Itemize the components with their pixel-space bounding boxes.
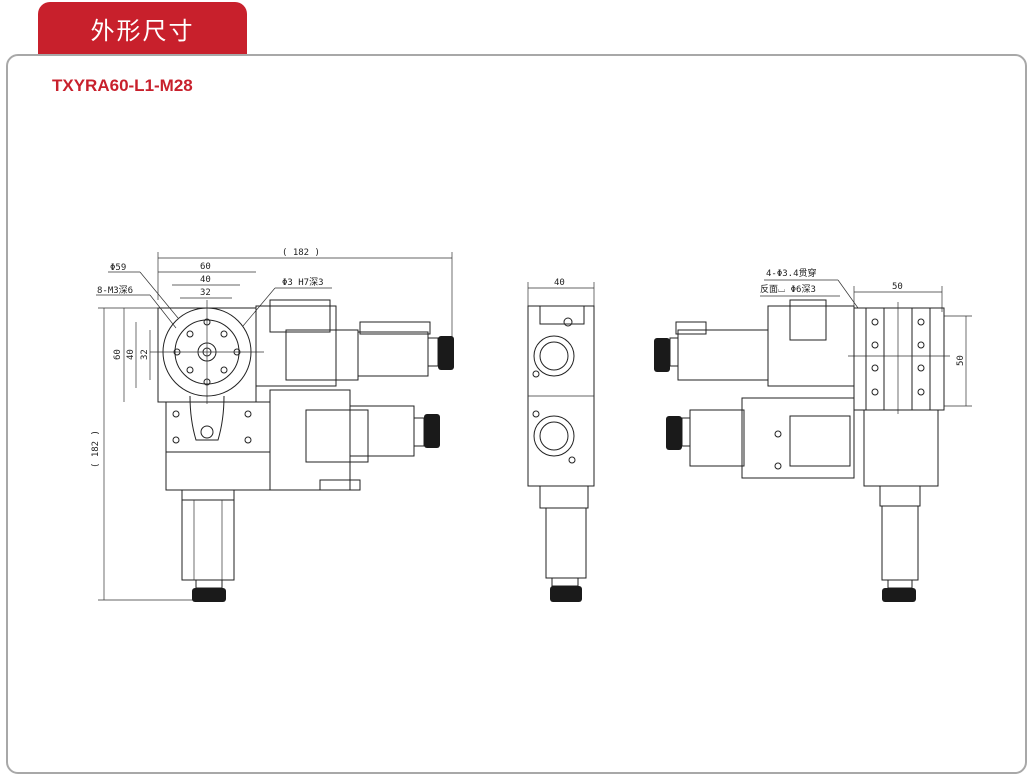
dim-counterbore: 反面⌴ Φ6深3 [760,284,816,295]
dim-overall-width: ( 182 ) [282,248,320,258]
front-view: ( 182 ) 60 40 32 Φ59 8-M3深6 Φ3 H7深3 ( 18… [91,248,454,602]
dim-holes: 8-M3深6 [97,285,133,296]
model-title: TXYRA60-L1-M28 [52,76,193,95]
dim-left-60: 60 [113,349,123,360]
dim-left-40: 40 [126,349,136,360]
dim-right-50: 50 [892,282,903,292]
content-panel [6,54,1027,774]
dim-through-holes: 4-Φ3.4贯穿 [766,267,817,279]
side-view: 40 [527,278,595,602]
section-tab[interactable]: 外形尺寸 [38,2,247,54]
dim-top-32: 32 [200,288,211,298]
dim-overall-height: ( 182 ) [91,430,101,468]
dim-top-60: 60 [200,262,211,272]
dim-right-v50: 50 [956,355,966,366]
dim-pin-hole: Φ3 H7深3 [282,277,324,288]
dim-diameter: Φ59 [110,263,126,273]
dim-side-40: 40 [554,278,565,288]
dim-top-40: 40 [200,275,211,285]
dim-left-32: 32 [140,349,150,360]
top-view: 4-Φ3.4贯穿 反面⌴ Φ6深3 50 50 [654,267,972,602]
